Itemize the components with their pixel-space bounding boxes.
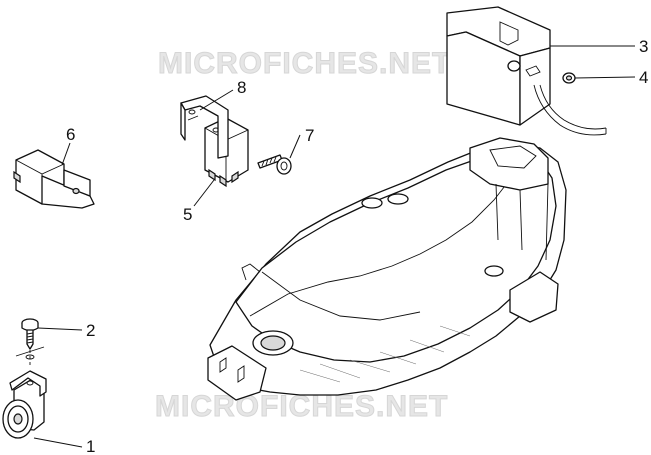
leader-5: [193, 179, 215, 207]
leader-1: [33, 437, 83, 448]
callout-4: 4: [639, 68, 648, 87]
callout-1: 1: [86, 437, 95, 455]
part-nut: [562, 72, 576, 84]
callout-3: 3: [639, 37, 648, 56]
part-flasher: [13, 149, 95, 209]
callout-6: 6: [66, 125, 75, 144]
part-helmet-compartment: [207, 137, 567, 401]
leader-6: [61, 142, 71, 166]
leader-7: [289, 134, 301, 159]
part-horn: [2, 370, 47, 439]
leader-4: [574, 76, 636, 79]
leader-8: [199, 89, 234, 111]
callout-8: 8: [237, 78, 246, 97]
callout-7: 7: [305, 126, 314, 145]
watermark-top: MICROFICHES.NET: [158, 47, 451, 80]
callout-5: 5: [183, 205, 192, 224]
part-screw-7: [257, 154, 292, 175]
part-bracket: [180, 95, 229, 159]
part-battery: [446, 6, 607, 136]
callout-2: 2: [86, 321, 95, 340]
leader-2: [37, 327, 83, 331]
part-screw: [15, 318, 45, 368]
